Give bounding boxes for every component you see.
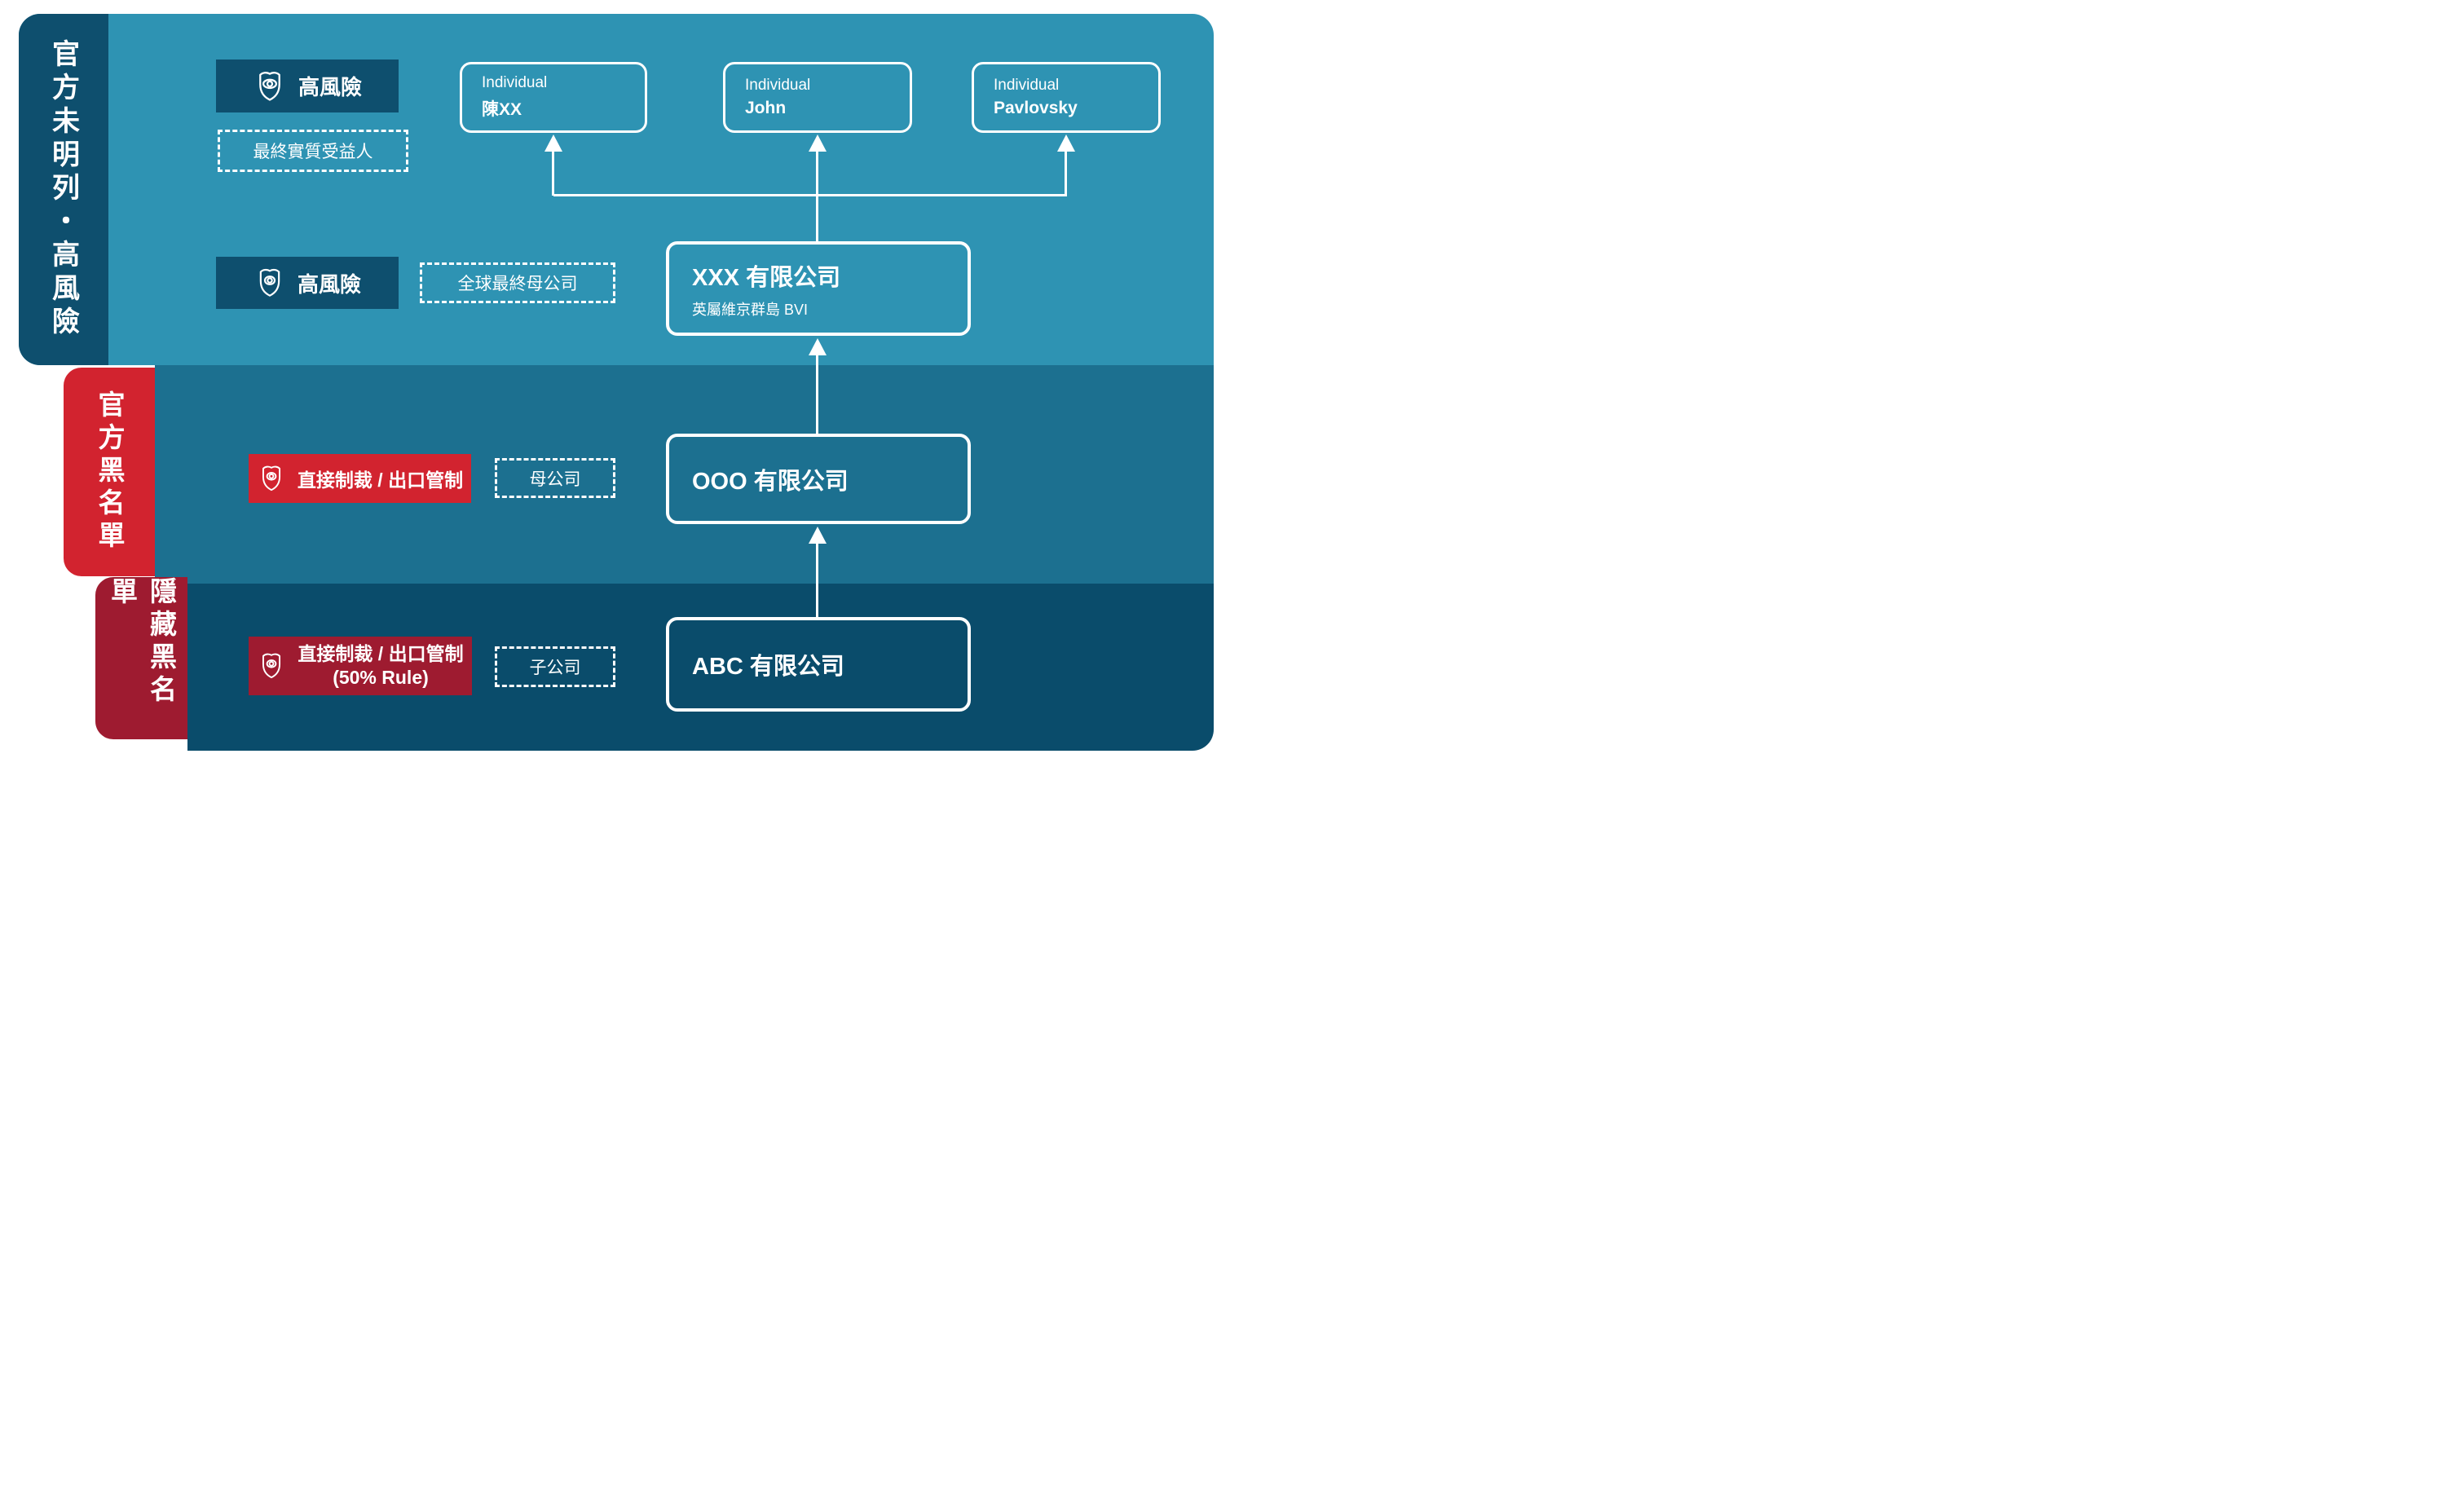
individual-node-3: Individual Pavlovsky [972,62,1161,133]
guo-tag: 全球最終母公司 [420,262,615,303]
individual-3-type: Individual [994,77,1060,94]
individual-2-type: Individual [745,77,811,94]
sanction-badge-subsidiary: 直接制裁 / 出口管制 (50% Rule) [249,637,472,695]
arrowhead-individual-1 [544,134,562,152]
subsidiary-tag: 子公司 [495,646,615,687]
band-label-unlisted-high-risk: 官方未明列・高風險 [19,14,108,365]
company-node-xxx: XXX 有限公司 英屬維京群島 BVI [666,241,971,336]
individual-1-type: Individual [482,74,548,91]
shield-eye-icon [259,268,280,297]
connector-abc-to-ooo [816,544,818,617]
connector-ooo-to-xxx [816,355,818,434]
sanction-badge-parent: 直接制裁 / 出口管制 [249,454,471,503]
ubo-tag: 最終實質受益人 [218,130,408,172]
sanction-badge-subsidiary-line2: (50% Rule) [333,667,429,688]
connector-to-individual-3 [1065,152,1067,196]
arrowhead-individual-3 [1057,134,1075,152]
arrowhead-xxx [809,338,827,355]
parent-company-tag-label: 母公司 [529,469,581,489]
risk-badge-ubo-label: 高風險 [298,75,362,99]
sanction-badge-subsidiary-line1: 直接制裁 / 出口管制 [298,643,464,665]
sanction-badge-parent-label: 直接制裁 / 出口管制 [297,469,464,491]
risk-badge-ubo: 高風險 [216,60,399,112]
individual-3-name: Pavlovsky [994,99,1078,117]
company-xxx-name: XXX 有限公司 [692,264,841,291]
connector-ubo-horizontal [553,194,1067,196]
individual-2-name: John [745,99,787,117]
shield-eye-icon [262,653,281,679]
sanction-badge-subsidiary-label: 直接制裁 / 出口管制 (50% Rule) [298,642,463,690]
guo-tag-label: 全球最終母公司 [457,275,578,293]
company-ooo-name: OOO 有限公司 [692,468,849,495]
company-abc-name: ABC 有限公司 [692,654,844,680]
connector-to-individual-1 [552,152,554,196]
arrowhead-ooo [809,527,827,544]
company-node-ooo: OOO 有限公司 [666,434,971,524]
sanctions-ownership-diagram: 官方未明列・高風險 官方黑名單 隱藏黑名單 高風險 最終實質受益人 Indivi… [0,0,1230,756]
risk-badge-guo-label: 高風險 [297,271,361,297]
connector-to-individual-2 [816,152,818,241]
band-label-hidden-blacklist: 隱藏黑名單 [95,577,187,739]
parent-company-tag: 母公司 [495,458,615,498]
band-label-official-blacklist: 官方黑名單 [64,368,155,576]
ubo-tag-label: 最終實質受益人 [253,143,373,161]
individual-node-1: Individual 陳XX [460,62,647,133]
shield-eye-icon [259,71,280,101]
company-node-abc: ABC 有限公司 [666,617,971,712]
subsidiary-tag-label: 子公司 [529,659,581,677]
risk-badge-guo: 高風險 [216,257,399,309]
arrowhead-individual-2 [809,134,827,152]
individual-1-name: 陳XX [482,100,522,119]
individual-node-2: Individual John [723,62,912,133]
shield-eye-icon [262,465,280,492]
company-xxx-location: 英屬維京群島 BVI [692,301,809,318]
